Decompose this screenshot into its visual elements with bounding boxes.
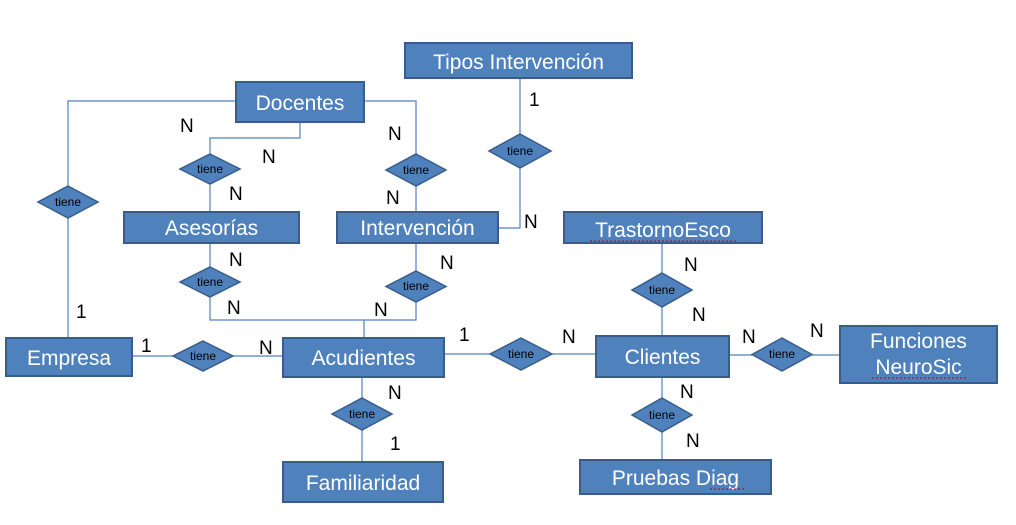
cardinality-label: N — [686, 431, 700, 452]
relationship-label: tiene — [197, 275, 223, 289]
cardinality-label: 1 — [390, 434, 401, 455]
entity-intervencion: Intervención — [336, 211, 499, 244]
cardinality-label: N — [229, 184, 243, 205]
relationship-tipos-intervencion: tiene — [487, 133, 553, 169]
relationship-label: tiene — [55, 195, 81, 209]
entity-pruebas-diag: Pruebas Diag — [579, 459, 772, 495]
relationship-label: tiene — [403, 279, 429, 293]
relationship-acudientes-clientes: tiene — [488, 337, 554, 371]
cardinality-labels: 1 N N N N N N 1 1 N N N N N 1 N N N N N … — [76, 90, 824, 455]
cardinality-label: 1 — [459, 325, 470, 346]
cardinality-label: 1 — [76, 302, 87, 323]
relationship-trastorno-clientes: tiene — [630, 272, 694, 308]
cardinality-label: N — [374, 300, 388, 321]
entity-label: TrastornoEsco — [595, 219, 731, 242]
relationship-docentes-empresa: tiene — [36, 185, 100, 219]
cardinality-label: N — [386, 188, 400, 209]
relationship-label: tiene — [403, 163, 429, 177]
cardinality-label: N — [259, 338, 273, 359]
cardinality-label: N — [562, 327, 576, 348]
cardinality-label: N — [262, 147, 276, 168]
cardinality-label: N — [440, 253, 454, 274]
relationship-docentes-intervencion: tiene — [384, 153, 448, 187]
cardinality-label: N — [388, 383, 402, 404]
entity-tipos-intervencion: Tipos Intervención — [404, 42, 633, 79]
entity-empresa: Empresa — [5, 337, 133, 377]
relationship-label: tiene — [649, 408, 675, 422]
entity-acudientes: Acudientes — [282, 337, 445, 378]
cardinality-label: N — [229, 250, 243, 271]
entity-label: Familiaridad — [306, 472, 420, 495]
cardinality-label: N — [524, 212, 538, 233]
cardinality-label: N — [742, 327, 756, 348]
relationship-label: tiene — [190, 349, 216, 363]
entity-label: Acudientes — [312, 347, 416, 370]
relationship-intervencion-acudientes: tiene — [384, 270, 448, 303]
entity-funciones-neurosic: Funciones NeuroSic — [839, 325, 998, 384]
relationship-label: tiene — [349, 407, 375, 421]
entity-docentes: Docentes — [235, 81, 365, 123]
relationship-empresa-acudientes: tiene — [171, 340, 235, 372]
entity-label: Tipos Intervención — [433, 51, 604, 74]
cardinality-label: 1 — [141, 336, 152, 357]
cardinality-label: 1 — [529, 90, 540, 111]
entity-label-line2: NeuroSic — [875, 356, 961, 379]
entity-asesorias: Asesorías — [123, 211, 300, 244]
entity-label: Intervención — [360, 217, 474, 240]
entity-familiaridad: Familiaridad — [282, 461, 444, 503]
entity-clientes: Clientes — [595, 335, 730, 378]
entity-trastorno-esco: TrastornoEsco — [563, 211, 763, 244]
cardinality-label: N — [388, 124, 402, 145]
connector-lines — [67, 78, 840, 462]
cardinality-label: N — [180, 116, 194, 137]
relationship-label: tiene — [508, 347, 534, 361]
entity-label: Clientes — [625, 346, 701, 369]
relationship-label: tiene — [649, 283, 675, 297]
entity-label-line1: Funciones — [870, 330, 967, 353]
entity-label: Pruebas Diag — [612, 467, 739, 490]
entity-label: Docentes — [256, 92, 345, 115]
cardinality-label: N — [227, 298, 241, 319]
relationship-label: tiene — [769, 347, 795, 361]
relationship-asesorias-acudientes: tiene — [178, 266, 242, 298]
entity-label: Empresa — [27, 347, 111, 370]
relationship-acudientes-familiaridad: tiene — [330, 397, 394, 431]
relationship-label: tiene — [507, 144, 533, 158]
entity-label: Asesorías — [165, 217, 258, 240]
cardinality-label: N — [692, 305, 706, 326]
cardinality-label: N — [810, 321, 824, 342]
relationship-docentes-asesorias: tiene — [178, 153, 242, 185]
cardinality-label: N — [680, 382, 694, 403]
relationship-clientes-pruebas: tiene — [630, 397, 694, 433]
relationship-clientes-funciones: tiene — [750, 337, 814, 372]
relationship-label: tiene — [197, 162, 223, 176]
cardinality-label: N — [684, 255, 698, 276]
